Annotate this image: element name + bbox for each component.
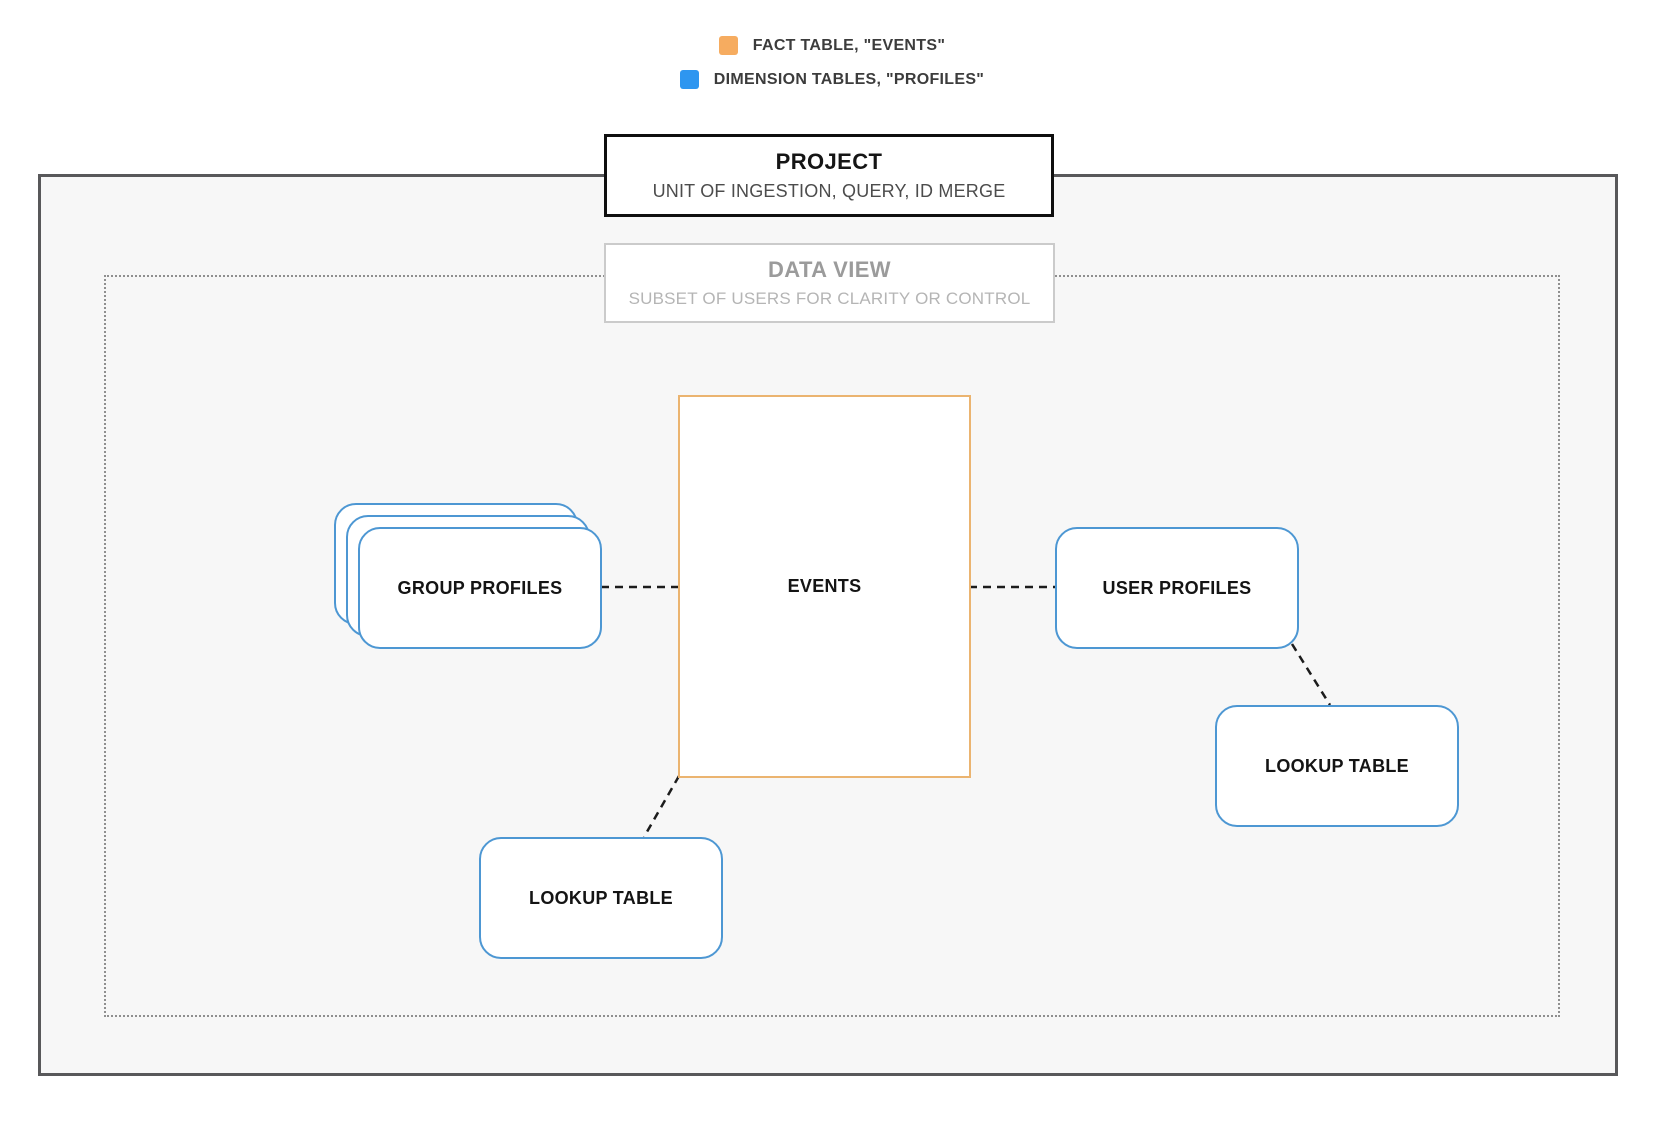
lookup-table-right-node-label: LOOKUP TABLE [1265, 755, 1409, 776]
legend-label-fact-table: FACT TABLE, "EVENTS" [752, 36, 946, 54]
legend-item-fact-table: FACT TABLE, "EVENTS" [718, 36, 946, 55]
data-view-subtitle: SUBSET OF USERS FOR CLARITY OR CONTROL [628, 289, 1031, 308]
group-profiles-stack-front: GROUP PROFILES [358, 527, 602, 649]
data-view-header-box: DATA VIEW SUBSET OF USERS FOR CLARITY OR… [604, 243, 1055, 323]
lookup-table-right-node: LOOKUP TABLE [1215, 705, 1459, 827]
lookup-table-bottom-node: LOOKUP TABLE [479, 837, 723, 959]
user-profiles-node: USER PROFILES [1055, 527, 1299, 649]
project-subtitle: UNIT OF INGESTION, QUERY, ID MERGE [652, 181, 1006, 201]
legend-label-dimension-tables: DIMENSION TABLES, "PROFILES" [713, 70, 985, 88]
events-node: EVENTS [678, 395, 971, 778]
lookup-table-bottom-node-label: LOOKUP TABLE [529, 887, 673, 908]
events-node-label: EVENTS [787, 576, 862, 596]
project-header-box: PROJECT UNIT OF INGESTION, QUERY, ID MER… [604, 134, 1054, 217]
data-view-title: DATA VIEW [768, 257, 891, 282]
fact-table-swatch-icon [718, 36, 738, 55]
legend-item-dimension-tables: DIMENSION TABLES, "PROFILES" [679, 70, 985, 89]
dimension-tables-swatch-icon [679, 70, 699, 89]
legend: FACT TABLE, "EVENTS" DIMENSION TABLES, "… [0, 36, 1664, 89]
user-profiles-node-label: USER PROFILES [1102, 577, 1252, 598]
group-profiles-node: GROUP PROFILES [334, 503, 602, 649]
group-profiles-node-label: GROUP PROFILES [397, 577, 563, 598]
project-title: PROJECT [775, 149, 883, 174]
